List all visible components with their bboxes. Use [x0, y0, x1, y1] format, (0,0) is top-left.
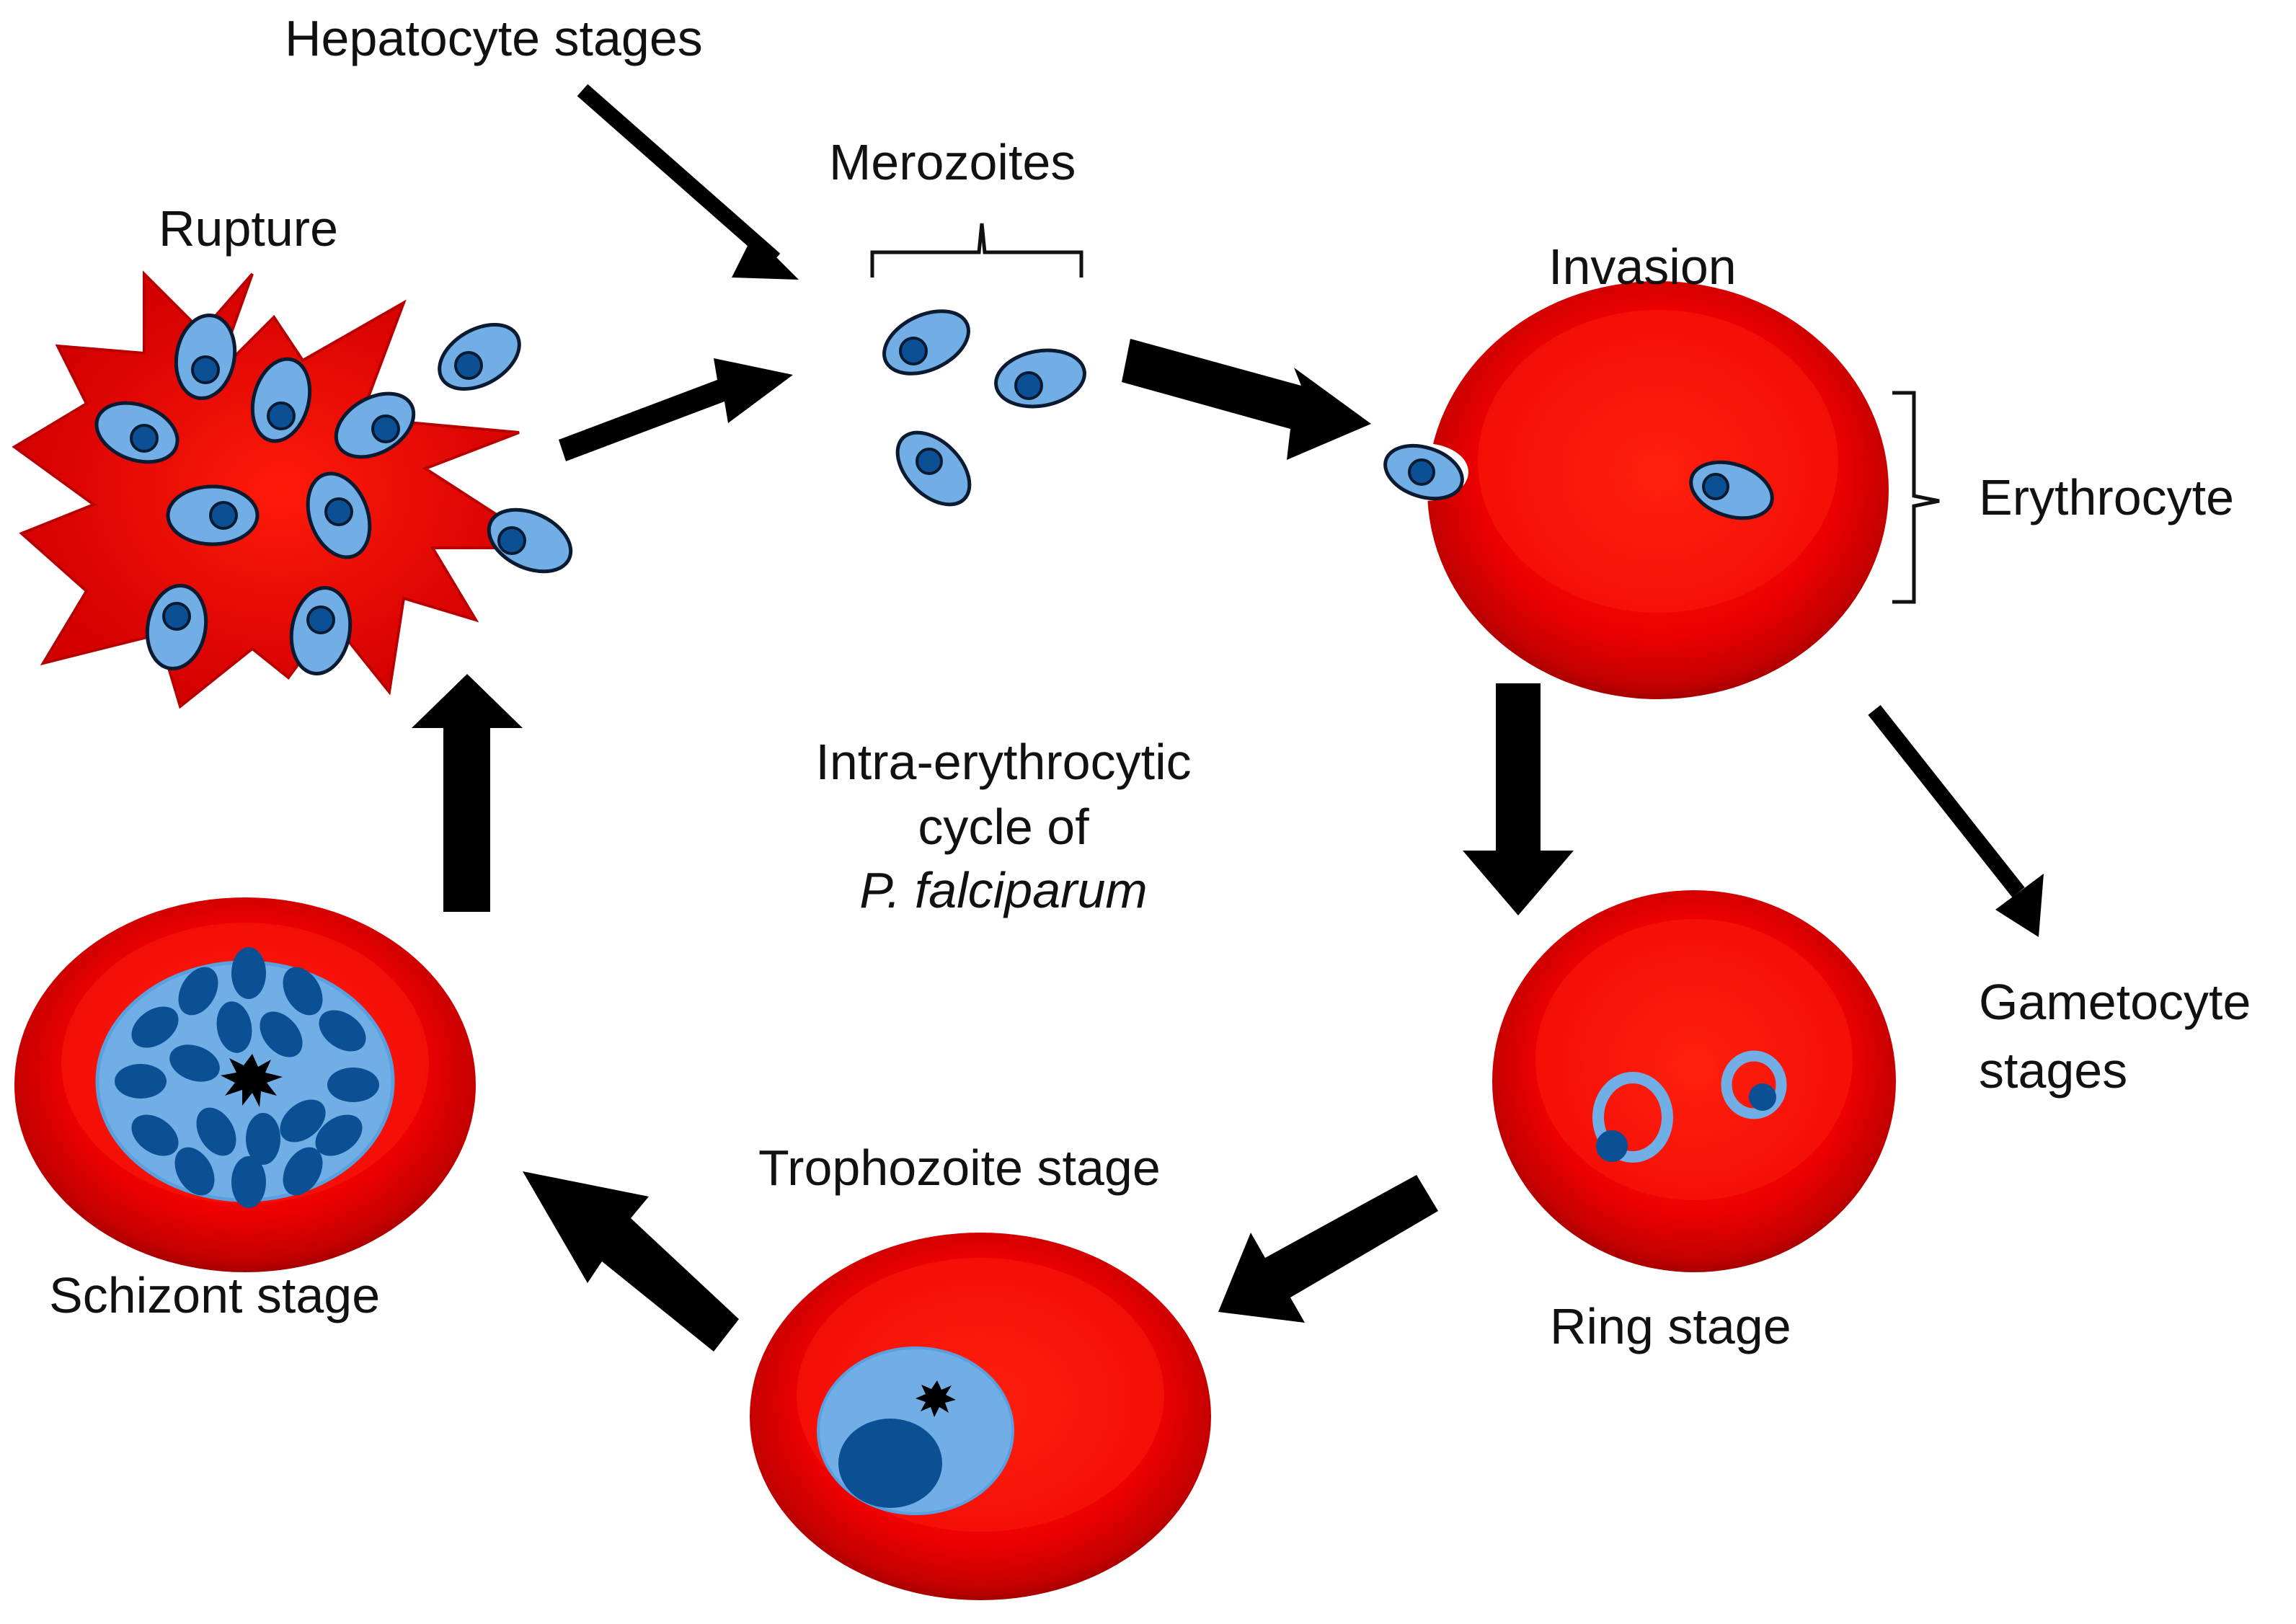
schizont-merozoite	[246, 1113, 280, 1165]
label-cycle-species: P. falciparum	[859, 862, 1148, 918]
merozoite	[94, 401, 179, 464]
hemozoin-pigment	[916, 1380, 956, 1417]
label-trophozoite-stage: Trophozoite stage	[758, 1140, 1161, 1196]
label-merozoites: Merozoites	[829, 134, 1076, 190]
arrow-merozoites-to-invasion	[1122, 339, 1371, 460]
arrow-hepatocyte-to-merozoites	[577, 84, 781, 266]
label-hepatocyte-stages: Hepatocyte stages	[285, 10, 703, 66]
free-merozoites	[870, 223, 1086, 507]
merozoite	[895, 430, 972, 507]
arrow-ring-to-trophozoite	[1218, 1175, 1438, 1323]
schizont-merozoite	[231, 1156, 266, 1208]
hemozoin-pigment	[221, 1054, 283, 1107]
arrow-trophozoite-to-schizont	[523, 1171, 739, 1352]
ring-parasite	[1592, 1072, 1673, 1163]
schizont-merozoite	[216, 1001, 252, 1053]
schizont-stage-cell	[14, 897, 476, 1272]
merozoite	[438, 322, 521, 391]
arrow-rupture-to-merozoites	[559, 358, 793, 461]
merozoite-group	[882, 309, 1086, 507]
schizont-merozoite	[178, 967, 218, 1016]
merozoites-bracket	[870, 223, 1083, 278]
schizont-merozoite	[283, 967, 323, 1016]
merozoite	[994, 348, 1086, 409]
schizont-merozoite	[231, 947, 266, 999]
merozoite	[882, 309, 970, 376]
ring-parasite	[1721, 1050, 1787, 1119]
schizont-merozoite	[131, 1114, 179, 1156]
arrow-schizont-to-rupture	[412, 674, 523, 912]
merozoite	[487, 507, 573, 574]
label-gametocyte-line1: Gametocyte	[1979, 974, 2251, 1030]
erythrocyte-cell	[1427, 281, 1889, 699]
ring-stage-cell	[1492, 890, 1896, 1272]
ruptured-erythrocyte-shape	[12, 270, 553, 709]
merozoite	[250, 357, 312, 443]
cell-highlight	[1478, 310, 1838, 613]
label-gametocyte-line2: stages	[1979, 1042, 2128, 1099]
label-cycle-line2: cycle of	[918, 799, 1089, 855]
merozoite	[334, 391, 416, 459]
rupture-cell	[12, 270, 573, 709]
merozoite	[166, 484, 260, 546]
erythrocyte-bracket	[1892, 391, 1940, 604]
rupture-merozoites	[94, 313, 573, 675]
arrow-hepatocyte-head	[732, 234, 799, 280]
schizont-merozoite	[131, 1006, 179, 1048]
trophozoite-stage-cell	[750, 1233, 1211, 1600]
trophozoite-parasite	[817, 1346, 1014, 1515]
invasion-erythrocyte	[1379, 281, 1940, 699]
merozoite	[289, 586, 353, 675]
label-cycle-line1: Intra-erythrocytic	[815, 734, 1192, 790]
schizont-merozoite	[260, 1011, 303, 1057]
schizont-merozoite	[319, 1010, 366, 1052]
label-invasion: Invasion	[1548, 239, 1737, 295]
merozoite	[306, 471, 372, 559]
schizont-merozoite	[315, 1114, 363, 1156]
label-rupture: Rupture	[159, 200, 339, 257]
label-ring-stage: Ring stage	[1550, 1298, 1791, 1354]
invading-merozoite	[1379, 443, 1468, 501]
internalized-merozoite	[1689, 460, 1774, 520]
schizont-merozoite	[196, 1107, 236, 1156]
schizont-merozoites	[115, 947, 379, 1208]
schizont-merozoite	[169, 1044, 220, 1082]
arrow-invasion-to-gametocyte	[1868, 705, 2025, 897]
label-erythrocyte: Erythrocyte	[1979, 469, 2234, 525]
schizont-merozoite	[115, 1064, 167, 1099]
merozoite	[174, 313, 237, 401]
arrow-invasion-to-ring	[1463, 683, 1574, 915]
merozoite	[145, 583, 208, 671]
cycle-arrows	[412, 84, 2044, 1352]
label-schizont-stage: Schizont stage	[49, 1267, 381, 1323]
schizont-merozoite	[174, 1147, 215, 1196]
schizont-merozoite	[283, 1147, 323, 1196]
arrow-gametocyte-head	[1995, 874, 2044, 937]
schizont-merozoite	[327, 1068, 379, 1102]
schizont-merozoite	[280, 1099, 326, 1142]
